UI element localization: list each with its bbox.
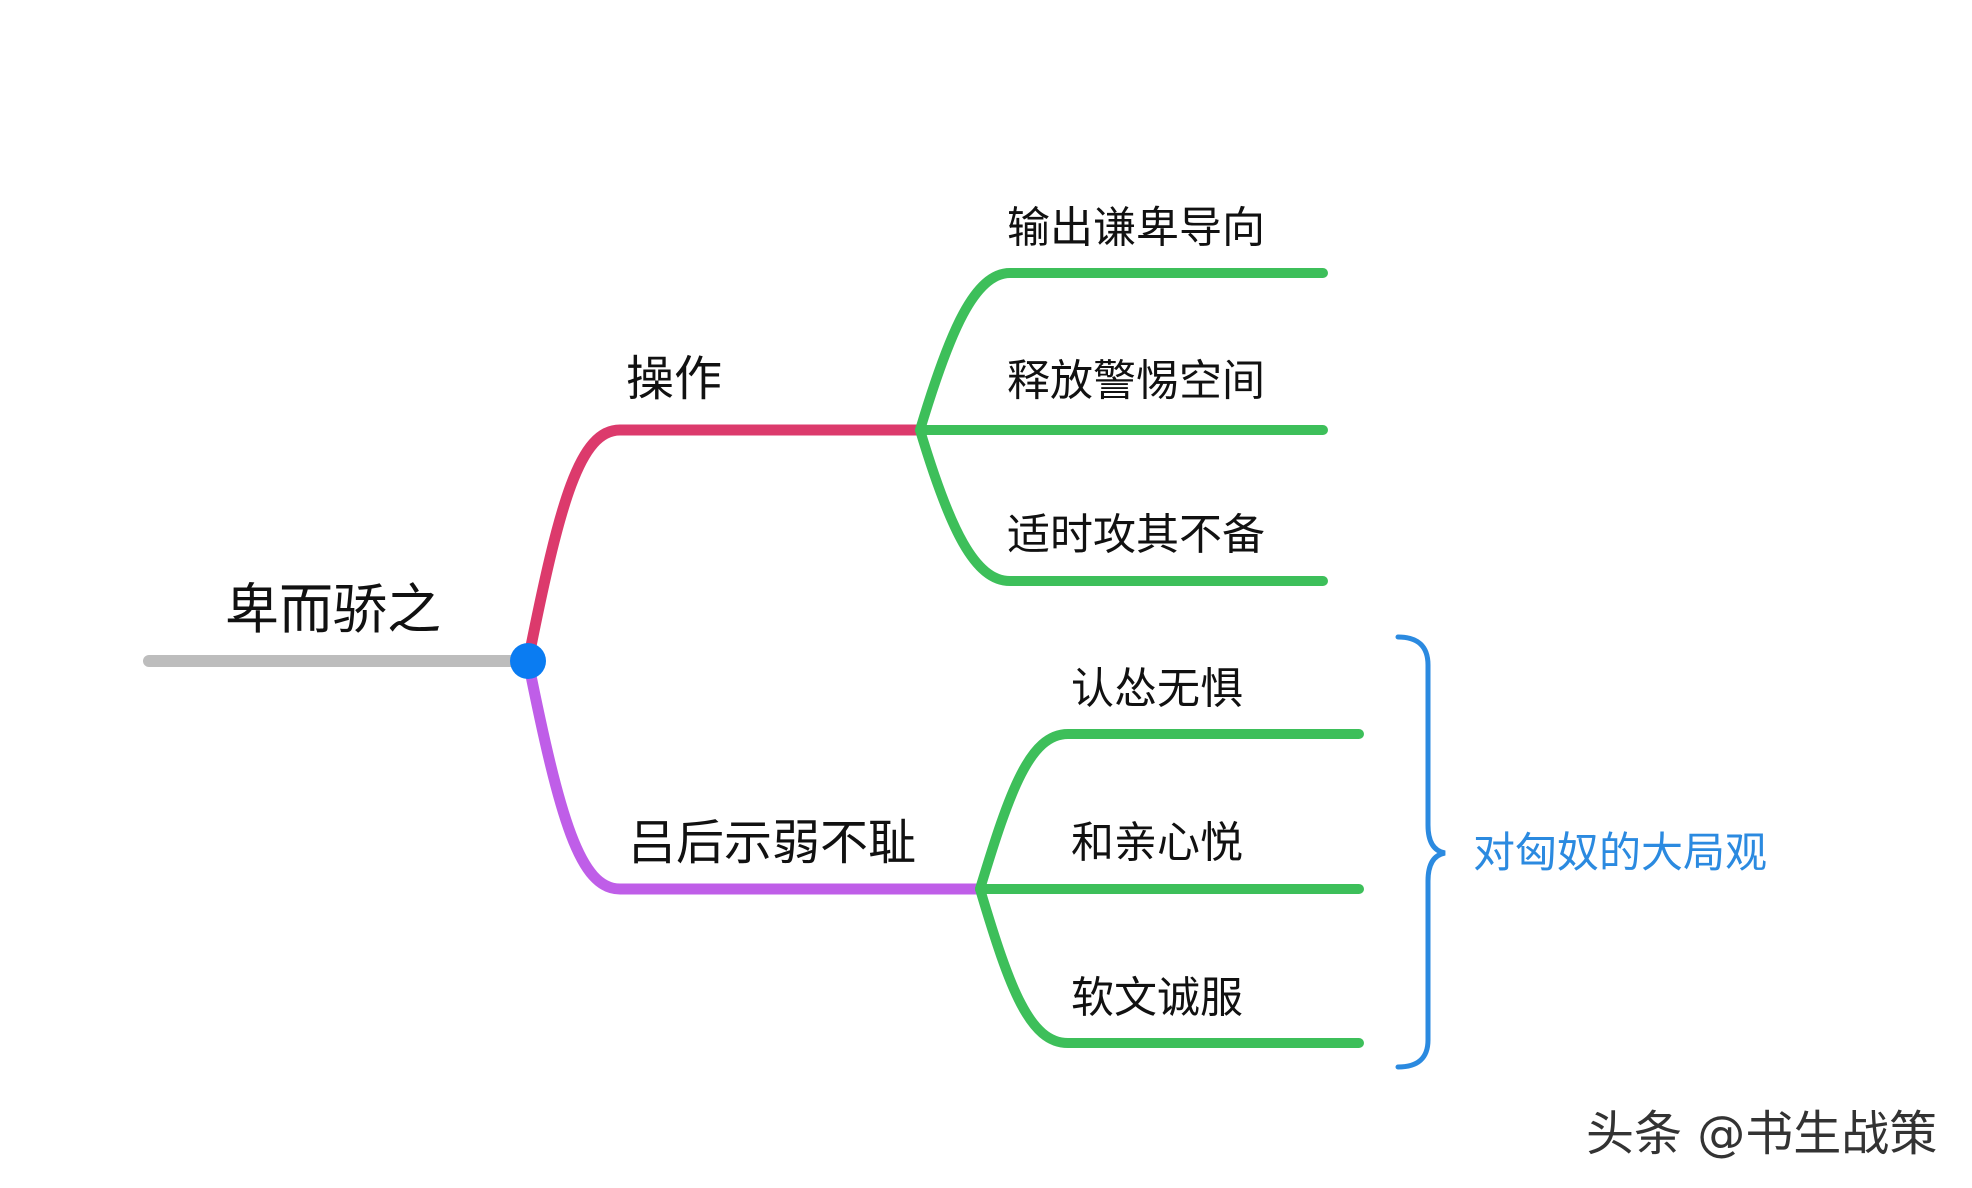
branch-line-lvhou [522, 655, 986, 895]
leaf-topic[interactable]: 认怂无惧 [1071, 664, 1243, 715]
branch-topic-operation[interactable]: 操作 [626, 351, 723, 407]
leaf-topic[interactable]: 输出谦卑导向 [1007, 203, 1265, 254]
summary-label[interactable]: 对匈奴的大局观 [1473, 828, 1768, 877]
branch-topic-lvhou[interactable]: 吕后示弱不耻 [628, 815, 917, 871]
leaf-line-6 [975, 884, 1364, 1048]
root-topic[interactable]: 卑而骄之 [225, 578, 441, 641]
leaf-topic[interactable]: 释放警惕空间 [1007, 356, 1265, 407]
summary-brace [1395, 634, 1446, 1070]
leaf-topic[interactable]: 和亲心悦 [1071, 818, 1243, 869]
leaf-line-1 [915, 268, 1328, 435]
leaf-topic[interactable]: 软文诚服 [1071, 973, 1243, 1024]
leaf-line-4 [975, 729, 1364, 894]
root-node[interactable] [510, 643, 546, 679]
leaf-line-3 [915, 425, 1328, 586]
watermark: 头条 @书生战策 [1586, 1106, 1938, 1162]
branch-line-operation [522, 424, 926, 667]
leaf-topic[interactable]: 适时攻其不备 [1007, 510, 1265, 561]
